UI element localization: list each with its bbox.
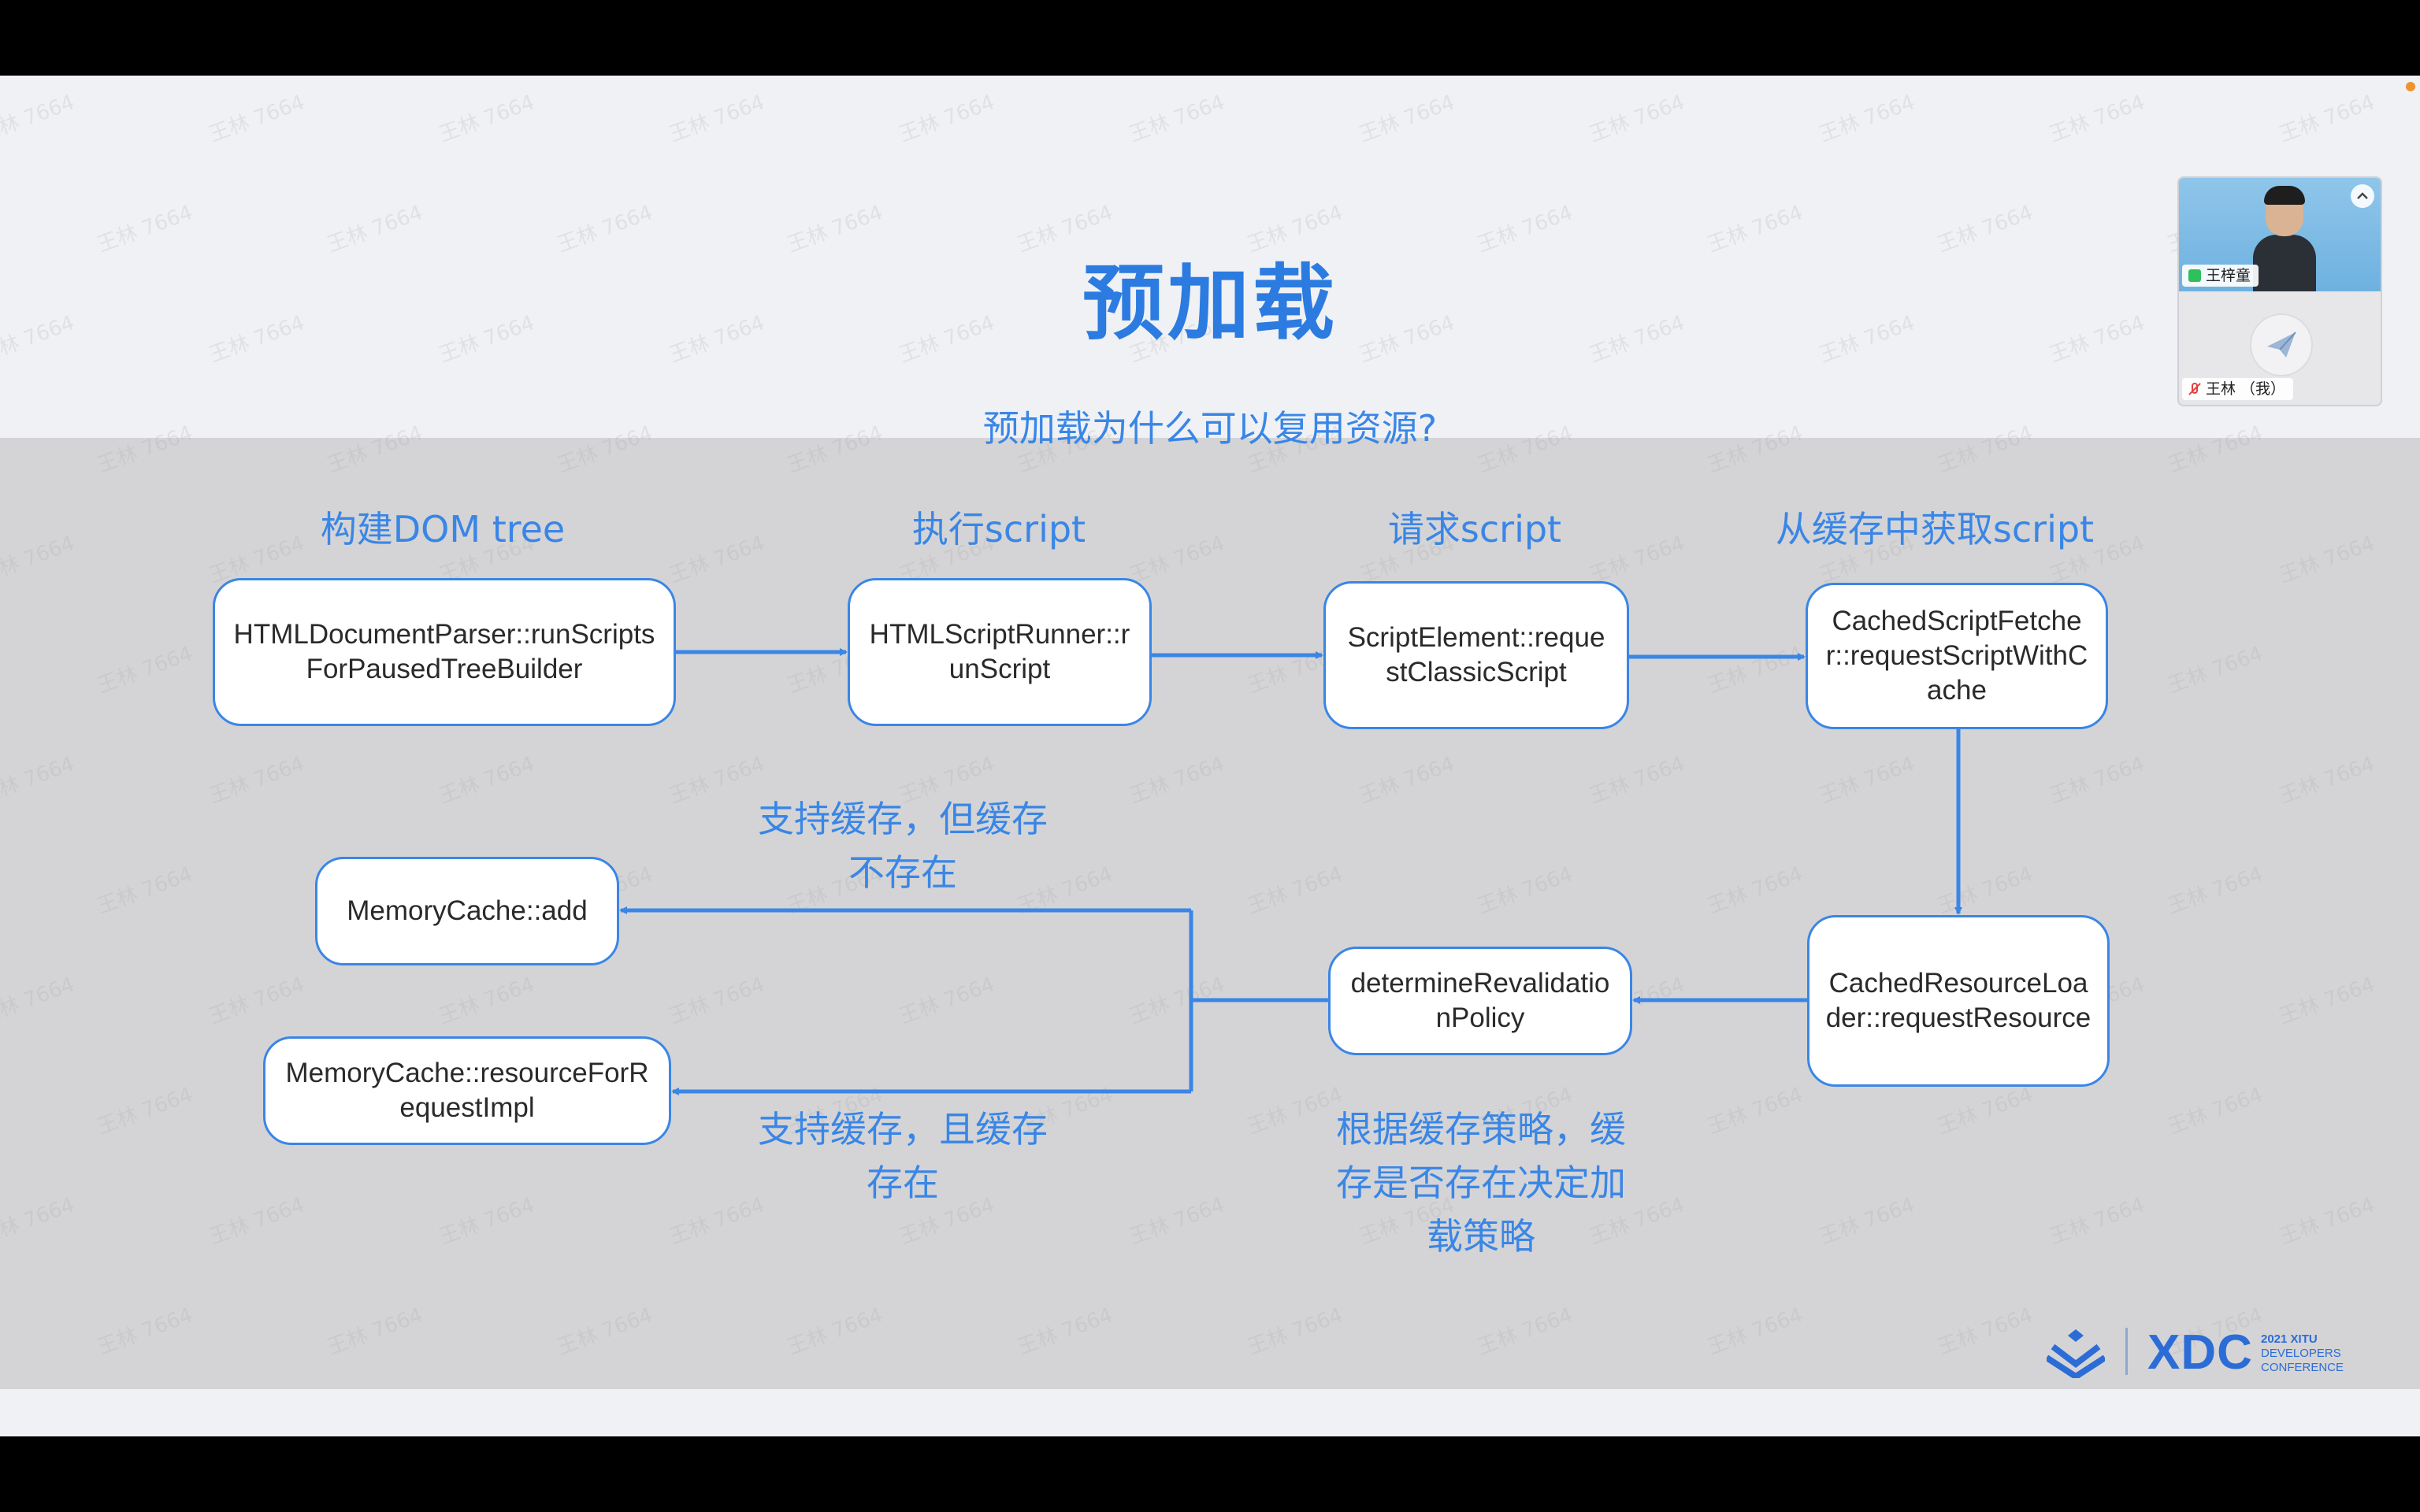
participant-video-person [2253,186,2316,291]
self-name: 王林 （我） [2206,380,2286,398]
participant-video-tile[interactable] [2179,178,2381,291]
stage-label-from-cache: 从缓存中获取script [1775,508,2095,550]
logo-subtitle: 2021 XITU DEVELOPERS CONFERENCE [2261,1332,2387,1375]
slide-title: 预加载 [1082,255,1338,351]
mic-muted-icon [2188,383,2201,395]
paper-plane-icon [2267,332,2296,358]
video-call-panel[interactable]: 王梓童 王林 （我） [2177,176,2382,406]
node-html-script-runner: HTMLScriptRunner::runScript [848,578,1152,726]
node-memory-cache-add: MemoryCache::add [315,857,619,965]
slide-subtitle: 预加载为什么可以复用资源? [982,407,1438,450]
node-script-element: ScriptElement::requestClassicScript [1323,581,1629,729]
xitu-logo-icon [2047,1329,2105,1378]
recording-indicator [2406,82,2415,91]
node-cached-resource-loader: CachedResourceLoader::requestResource [1807,915,2110,1087]
xdc-logo: XDC 2021 XITU DEVELOPERS CONFERENCE [2047,1323,2362,1386]
stage-label-request-script: 请求script [1387,508,1562,550]
note-cache-policy: 根据缓存策略，缓存是否存在决定加载策略 [1336,1108,1626,1258]
top-letterbox [0,0,2420,76]
node-html-document-parser: HTMLDocumentParser::runScriptsForPausedT… [213,578,676,726]
logo-line-1: 2021 XITU [2261,1332,2318,1346]
logo-line-3: CONFERENCE [2261,1361,2344,1374]
stage-label-exec-script: 执行script [911,508,1086,550]
node-cached-script-fetcher: CachedScriptFetcher::requestScriptWithCa… [1806,583,2108,729]
self-avatar[interactable] [2250,313,2313,376]
stage-label-build-dom: 构建DOM tree [320,508,566,550]
node-memory-cache-resource: MemoryCache::resourceForRequestImpl [263,1036,671,1145]
logo-divider [2125,1328,2128,1375]
participant-name: 王梓童 [2206,267,2251,284]
chevron-up-icon[interactable] [2351,184,2374,208]
logo-line-2: DEVELOPERS [2261,1347,2341,1360]
note-cache-exists: 支持缓存，且缓存存在 [758,1108,1048,1204]
bottom-letterbox [0,1436,2420,1512]
node-determine-revalidation: determineRevalidationPolicy [1328,947,1632,1055]
note-cache-missing: 支持缓存，但缓存不存在 [758,798,1048,894]
self-name-tag: 王林 （我） [2182,378,2294,400]
participant-name-tag: 王梓童 [2182,265,2259,287]
logo-brand: XDC [2147,1325,2253,1380]
screen-share-icon [2188,269,2201,282]
